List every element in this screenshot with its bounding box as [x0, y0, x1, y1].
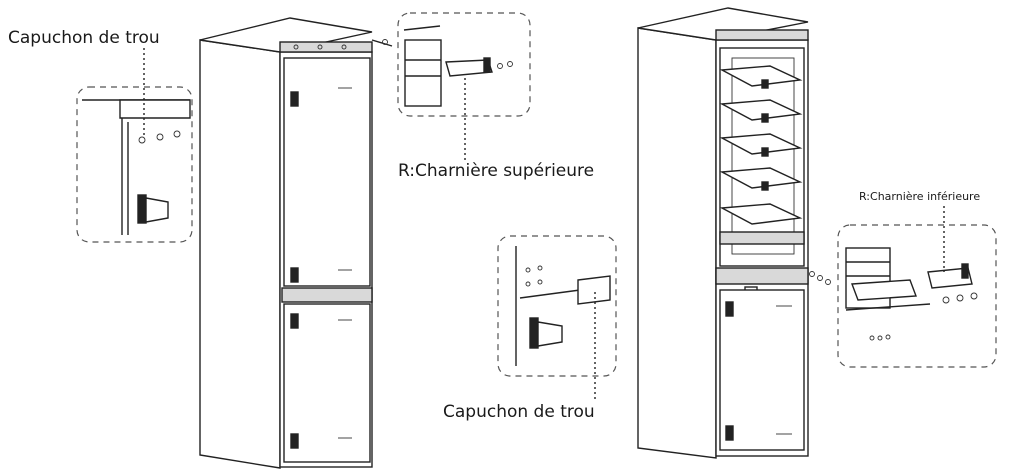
detail-bottom-hole-3 [525, 281, 531, 287]
right-fridge-hinge-2 [725, 425, 734, 441]
left-fridge-hinge-3 [290, 313, 299, 329]
right-fridge-loose-screw-1 [809, 271, 815, 277]
lower-hinge-dot-3 [885, 334, 891, 340]
lower-hinge-dot-2 [877, 335, 883, 341]
right-fridge-lower-door [719, 289, 805, 451]
right-fridge-hinge-1 [725, 301, 734, 317]
right-fridge-side-panel [637, 27, 717, 459]
lower-hinge-screw-1 [942, 296, 950, 304]
detail-left-hinge-body [137, 194, 147, 224]
hole-cap-detail-bottom [497, 235, 617, 377]
left-refrigerator [199, 17, 393, 469]
right-fridge-shelf-bracket-3 [761, 147, 769, 157]
left-fridge-screw-2 [317, 44, 323, 50]
detail-bottom-hinge-arm [537, 321, 563, 347]
detail-bottom-rail [519, 289, 581, 299]
upper-hinge-detail-frame [397, 12, 531, 117]
right-fridge-shelf-1 [719, 65, 803, 87]
right-fridge-top [637, 7, 809, 41]
right-fridge-shelf-3 [719, 133, 803, 155]
left-fridge-top-bracket [279, 41, 373, 53]
lower-hinge-detail-frame [837, 224, 997, 368]
lower-hinge-pin [961, 263, 969, 279]
lower-hinge-detail [837, 224, 997, 368]
right-fridge-crisper [719, 231, 805, 245]
right-refrigerator [637, 7, 831, 459]
right-fridge-shelf-2 [719, 99, 803, 121]
upper-hinge-panel [404, 39, 442, 107]
detail-left-bracket [119, 99, 191, 119]
upper-hinge-screw-1 [497, 63, 503, 69]
right-fridge-shelf-4 [719, 167, 803, 189]
detail-bottom-hole-2 [537, 265, 543, 271]
right-fridge-shelf-bracket-4 [761, 181, 769, 191]
detail-left-hole-3 [173, 130, 181, 138]
hole-cap-left-label: Capuchon de trou [8, 28, 160, 48]
left-fridge-screw-3 [341, 44, 347, 50]
detail-left-hole-2 [156, 133, 164, 141]
lower-hinge-screw-3 [970, 292, 978, 300]
right-fridge-top-bracket [715, 29, 809, 41]
hole-cap-detail-left [76, 86, 193, 243]
hole-cap-detail-bottom-frame [497, 235, 617, 377]
left-fridge-top [199, 17, 373, 53]
left-fridge-side-panel [199, 39, 281, 469]
left-fridge-hardware-screw [382, 39, 388, 45]
hole-cap-bottom-label: Capuchon de trou [443, 402, 595, 422]
right-fridge-shelf-bracket-1 [761, 79, 769, 89]
left-fridge-hinge-2 [290, 267, 299, 283]
right-fridge-divider [715, 267, 809, 285]
lower-hinge-label: R:Charnière inférieure [859, 190, 981, 203]
left-fridge-hinge-4 [290, 433, 299, 449]
left-fridge-hardware-line [371, 39, 393, 47]
lower-hinge-base [851, 279, 917, 301]
right-fridge-loose-screw-3 [825, 279, 831, 285]
detail-bottom-hole-4 [537, 279, 543, 285]
upper-hinge-detail [397, 12, 531, 117]
upper-hinge-plate [445, 59, 493, 77]
lower-hinge-floor-edge [845, 303, 931, 311]
detail-bottom-hole-1 [525, 267, 531, 273]
lower-hinge-dot-1 [869, 335, 875, 341]
upper-hinge-screw-2 [507, 61, 513, 67]
lower-hinge-plate [927, 267, 973, 289]
right-fridge-loose-screw-2 [817, 275, 823, 281]
left-fridge-hinge-1 [290, 91, 299, 107]
detail-bottom-cap-plate [577, 275, 611, 305]
left-fridge-screw-1 [293, 44, 299, 50]
upper-hinge-label: R:Charnière supérieure [398, 161, 595, 181]
right-fridge-shelf-bracket-2 [761, 113, 769, 123]
upper-hinge-edge-1 [403, 25, 441, 31]
upper-hinge-pin [483, 57, 491, 73]
detail-left-hole-1 [138, 136, 146, 144]
left-fridge-upper-door [283, 57, 371, 287]
left-fridge-divider [281, 287, 373, 303]
detail-bottom-hinge-body [529, 317, 539, 349]
lower-hinge-screw-2 [956, 294, 964, 302]
right-fridge-shelf-5 [719, 203, 803, 225]
hole-cap-detail-left-frame [76, 86, 193, 243]
detail-left-hinge-arm [145, 197, 169, 223]
